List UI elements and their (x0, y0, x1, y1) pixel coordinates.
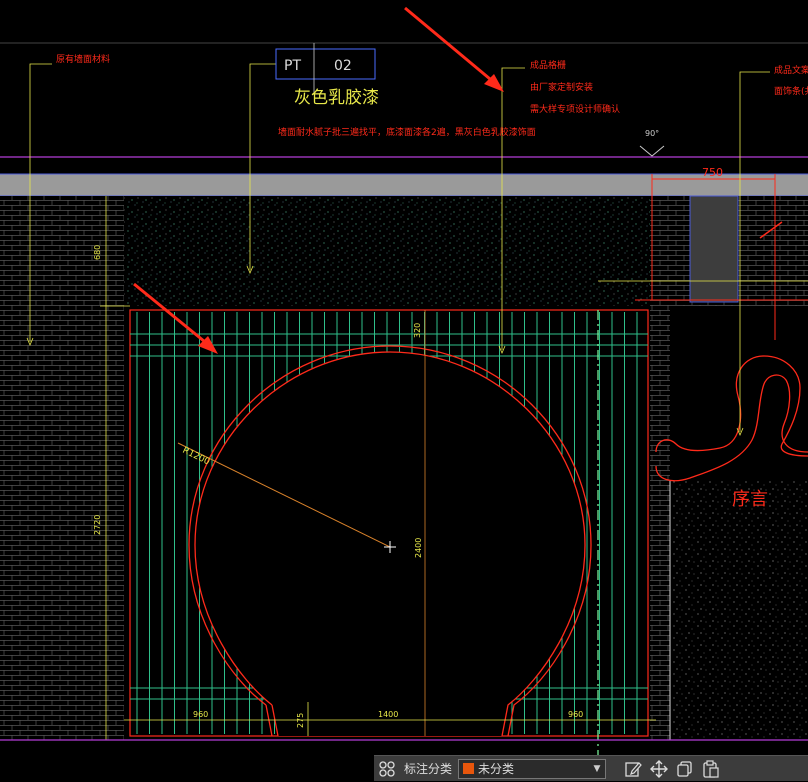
floor-strip (0, 741, 374, 755)
speckle-panel-upper (124, 196, 650, 306)
category-selected-value: 未分类 (478, 762, 515, 776)
toolbar-label: 标注分类 (404, 762, 453, 776)
left-wall-note: 原有墙面材料 (56, 53, 110, 65)
category-dropdown[interactable]: 未分类 ▼ (458, 758, 607, 779)
dim-2720: 2720 (93, 515, 102, 535)
moon-gate-outline-outer (188, 345, 592, 737)
edit-icon[interactable] (620, 756, 646, 782)
pt-tag-code: PT (284, 58, 301, 74)
dim-275: 275 (296, 713, 305, 728)
right-note-1: 成品文案 (774, 64, 808, 76)
radius-label: R1200 (181, 446, 212, 468)
left-brick-wall (0, 196, 124, 740)
radius-line (177, 442, 391, 548)
product-note-3: 需大样专项设计师确认 (530, 103, 620, 115)
dim-320: 320 (413, 323, 422, 338)
move-icon[interactable] (646, 756, 672, 782)
moon-gate-left-foot (265, 704, 279, 737)
leader-product (501, 67, 525, 350)
pt-tag-box (275, 48, 376, 80)
leader-finish-arrow (246, 265, 254, 275)
dim-2400: 2400 (414, 538, 423, 558)
annotation-toolbar: 标注分类 未分类 ▼ (374, 755, 808, 781)
center-mark (384, 541, 396, 553)
pointer-arrow-left (133, 282, 218, 354)
dim-750: 750 (702, 166, 723, 179)
sign-curve-outer (655, 355, 808, 457)
grid-icon[interactable] (374, 756, 400, 782)
category-color-swatch (463, 763, 475, 774)
dim-960-left: 960 (193, 710, 208, 719)
dim-680: 680 (93, 245, 102, 260)
leader-right-arrow (736, 427, 744, 437)
dim-tick-mark (759, 221, 783, 239)
leader-left-wall (29, 63, 52, 342)
pt-tag-number: 02 (334, 58, 352, 74)
copy-icon[interactable] (672, 756, 698, 782)
material-title: 灰色乳胶漆 (294, 88, 379, 108)
product-note-2: 由厂家定制安装 (530, 81, 593, 93)
wall-finish-note: 墙面耐水腻子批三遍找平，底漆面漆各2遍，黑灰白色乳胶漆饰面 (278, 126, 536, 138)
leader-left-arrow (26, 337, 34, 347)
leader-finish (249, 63, 276, 270)
angle-label: 90° (645, 129, 659, 138)
dim-1400: 1400 (378, 710, 398, 719)
product-note-1: 成品格栅 (530, 59, 566, 71)
right-brick-wall-lower (650, 306, 670, 740)
moon-gate-outline-inner (194, 351, 586, 737)
angle-symbol (639, 145, 665, 157)
leader-right (739, 71, 770, 432)
grey-pillar (689, 195, 739, 303)
speckle-panel-right (670, 480, 808, 740)
dim-960-right: 960 (568, 710, 583, 719)
pointer-arrow-top (404, 6, 504, 92)
leader-product-arrow (498, 345, 506, 355)
ceiling-band (0, 174, 808, 196)
sign-text: 序言 (732, 489, 768, 510)
sign-curve-inner (655, 374, 808, 482)
chevron-down-icon: ▼ (593, 763, 601, 774)
right-note-2: 面饰条(共) (774, 85, 808, 97)
paste-icon[interactable] (698, 756, 724, 782)
